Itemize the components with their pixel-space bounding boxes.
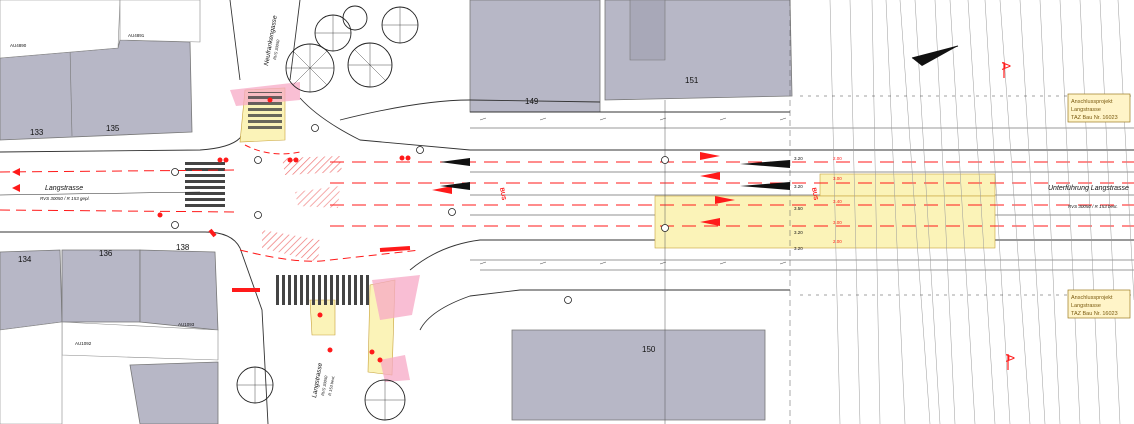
label-au1092: AU1092 [75,341,92,346]
bus-label-1: BUS [498,187,506,201]
building-150 [511,329,766,421]
trees [236,5,419,421]
info-box-top-line2: Langstrasse [1071,107,1101,113]
info-box-bottom: Anschlussprojekt Langstrasse TAZ Bau Nr.… [1067,289,1131,319]
width-r5: 2.00 [833,239,842,244]
width-r1: 2.00 [833,156,842,161]
street-main-meta: RVS 30050 / R 153 gepl. [40,196,90,201]
width-b3: 3.50 [794,206,803,211]
street-cross-south-meta-1: RVS 30050 [320,374,329,396]
width-r2: 3.00 [833,176,842,181]
pole-markers [171,124,669,304]
crosswalk-west [185,160,225,208]
info-box-bottom-line1: Anschlussprojekt [1071,295,1113,301]
building-136 [61,249,141,323]
street-cross-south-meta-2: R 153 best. [327,375,335,396]
tree-icon [314,14,352,52]
info-box-top-line3: TAZ Bau Nr. 16023 [1071,115,1118,121]
tree-icon [236,366,274,404]
tree-icon [347,42,393,88]
buildings [0,0,793,424]
island-south-1 [309,299,336,336]
label-133: 133 [30,128,44,137]
label-135: 135 [106,124,120,133]
width-b4: 3.20 [794,230,803,235]
hatched-areas [262,156,342,262]
street-main-label: Langstrasse [45,185,83,192]
width-b2: 3.20 [794,184,803,189]
lane-arrows [12,152,735,226]
label-151: 151 [685,76,699,85]
tree-icon [285,43,335,93]
building-au4891 [119,0,201,43]
building-149 [469,0,601,113]
building-138 [139,249,219,331]
width-b1: 3.20 [794,156,803,161]
label-au1093: AU1093 [178,322,195,327]
info-box-bottom-line3: TAZ Bau Nr. 16023 [1071,311,1118,317]
building-south-west [129,361,219,424]
crosswalks [185,92,370,305]
label-150: 150 [642,345,656,354]
section-marker-bottom: A [1003,354,1017,362]
info-box-top-line1: Anschlussprojekt [1071,99,1113,105]
tree-icon [342,5,368,31]
label-136: 136 [99,249,113,258]
building-au1092 [0,321,63,424]
label-au4891: AU4891 [128,33,145,38]
underpass-meta: RVS 30050 / R 153 best. [1068,204,1118,209]
info-box-top: Anschlussprojekt Langstrasse TAZ Bau Nr.… [1067,93,1131,123]
crosswalk-north [248,92,282,132]
section-marker-top: A [999,62,1013,70]
section-marker-icon: A A [999,62,1017,370]
width-b5: 3.20 [794,246,803,251]
red-bars [208,228,411,292]
tree-icon [364,379,406,421]
tree-icon [381,6,419,44]
label-149: 149 [525,97,539,106]
building-151-wing [629,0,666,61]
track-lines [664,0,1134,424]
bus-label-2: BUS [810,187,818,201]
signal-symbols [157,97,411,363]
width-r4: 3.00 [833,220,842,225]
building-labels: 133 135 134 136 138 149 151 150 AU4890 A… [10,33,699,354]
north-arrow-icon [911,45,959,66]
lane-width-labels: 2.00 3.00 3.40 3.00 2.00 3.20 3.20 3.50 … [794,156,842,251]
street-cross-north-meta: RVS 30050 [272,38,281,60]
underpass-highlight-top [819,173,996,197]
label-138: 138 [176,243,190,252]
label-au4890: AU4890 [10,43,27,48]
width-r3: 3.40 [833,199,842,204]
crosswalk-south [275,275,370,305]
black-arrows [440,158,790,190]
info-box-bottom-line2: Langstrasse [1071,303,1101,309]
label-134: 134 [18,255,32,264]
underpass-label: Unterführung Langstrasse [1048,185,1129,192]
building-au4890 [0,0,121,59]
sidewalk-ticks [479,95,1134,296]
